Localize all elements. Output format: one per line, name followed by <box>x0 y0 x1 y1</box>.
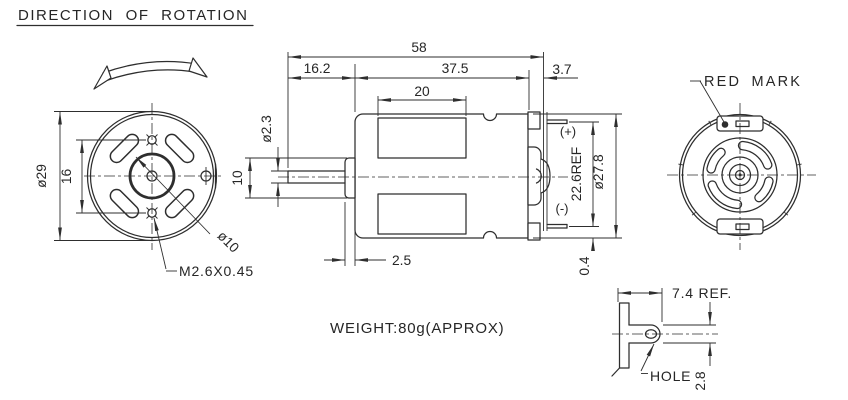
dim-rear-length: 3.7 <box>552 62 571 77</box>
rear-view: RED MARK <box>667 74 816 250</box>
dim-boss-protrusion: 2.5 <box>392 253 412 268</box>
body-label-bottom <box>377 193 467 235</box>
side-view: 58 16.2 37.5 3.7 20 ø2.3 10 2.5 <box>230 40 622 276</box>
rotation-arrow <box>93 57 208 90</box>
dim-front-outer-diameter: ø29 <box>34 164 49 188</box>
rear-vent-arcs <box>706 140 774 210</box>
bearing-boss <box>344 157 356 199</box>
shaft <box>287 170 346 184</box>
label-terminal-negative: (-) <box>556 201 569 216</box>
red-mark-callout: RED MARK <box>690 74 802 123</box>
dim-terminal-offset: 0.4 <box>577 256 592 276</box>
dim-body-length: 37.5 <box>442 61 469 76</box>
rotation-arrowhead-left <box>93 65 112 90</box>
terminal-tab-positive <box>546 119 568 125</box>
front-dimensions: ø29 16 ø10 M2.6X0.45 <box>34 111 254 279</box>
front-vent-slots <box>109 133 195 219</box>
rotation-arrowhead-right <box>188 57 208 78</box>
dim-label-width: 20 <box>414 84 430 99</box>
label-terminal-positive: (+) <box>560 124 576 139</box>
rear-endcap <box>527 111 551 241</box>
dim-front-screw-pitch: 16 <box>59 169 74 185</box>
dim-terminal-pitch: 22.6REF <box>569 147 584 201</box>
dim-tab-thickness: 2.8 <box>693 371 708 391</box>
dim-tab-length: 7.4 REF. <box>672 285 732 301</box>
terminal-detail-view: 7.4 REF. 2.8 HOLE <box>611 285 732 391</box>
terminal-tab-negative <box>546 223 568 229</box>
label-thread-spec: M2.6X0.45 <box>179 263 254 279</box>
title-block: DIRECTION OF ROTATION <box>16 7 254 27</box>
body-label-top <box>377 117 467 159</box>
dim-boss-diameter-side: 10 <box>230 170 245 186</box>
dim-shaft-length: 16.2 <box>304 61 331 76</box>
detail-dimensions: 7.4 REF. 2.8 HOLE <box>617 285 732 391</box>
front-view: ø29 16 ø10 M2.6X0.45 <box>34 57 254 279</box>
dim-overall-length: 58 <box>411 40 427 55</box>
rear-center-dot <box>738 173 742 177</box>
label-red-mark: RED MARK <box>704 74 802 90</box>
weight-note: WEIGHT:80g(APPROX) <box>330 320 504 337</box>
red-mark-dot <box>721 121 729 128</box>
detail-terminal-plate <box>611 302 661 377</box>
label-hole: HOLE <box>650 368 691 384</box>
side-dimensions: 58 16.2 37.5 3.7 20 ø2.3 10 2.5 <box>230 40 622 276</box>
page-title: DIRECTION OF ROTATION <box>18 7 248 24</box>
dim-body-diameter: ø27.8 <box>591 154 606 190</box>
dim-front-boss-diameter: ø10 <box>214 228 242 256</box>
rear-crimp-ticks <box>678 120 802 216</box>
dim-shaft-diameter: ø2.3 <box>259 115 274 143</box>
